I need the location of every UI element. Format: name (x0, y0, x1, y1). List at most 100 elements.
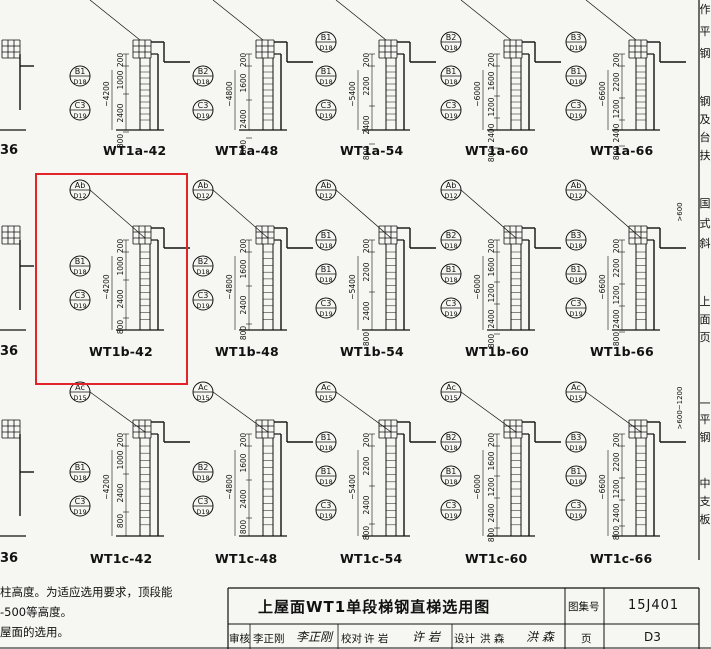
callout-ref: Ab (571, 181, 582, 190)
dimension-value: 800 (612, 332, 621, 347)
dimension-value: 200 (239, 53, 248, 68)
dimension-value: 1600 (239, 259, 248, 278)
total-height: ~6000 (473, 81, 482, 107)
callout-page: D18 (444, 44, 457, 52)
callout-page: D18 (569, 478, 582, 486)
leader-line (89, 391, 146, 433)
total-height: ~4200 (102, 81, 111, 107)
callout-ref: B1 (75, 463, 86, 472)
callout-ref: Ab (321, 181, 332, 190)
label-wt1a-66: WT1a-66 (590, 143, 654, 158)
callout-ref: Ab (446, 181, 457, 190)
side-note: 及 (699, 113, 711, 126)
dimension-value: 200 (487, 239, 496, 254)
dimension-value: 1200 (612, 285, 621, 304)
side-note: 台 (699, 131, 711, 144)
dimension-value: 2200 (362, 76, 371, 95)
side-note: 钢 (699, 431, 711, 444)
callout-ref: B1 (446, 467, 457, 476)
callout-page: D18 (444, 444, 457, 452)
check-label: 校对 (341, 633, 362, 645)
reviewer-name: 李正刚 (253, 633, 285, 645)
callout-ref: B1 (321, 231, 332, 240)
dimension-value: 2400 (116, 483, 125, 502)
side-note: 板 (699, 513, 711, 526)
leader-line (89, 189, 146, 239)
dimension-value: 1200 (612, 99, 621, 118)
side-note: 扶 (699, 149, 711, 162)
dimension-value: 2400 (239, 295, 248, 314)
dimension-value: 200 (612, 239, 621, 254)
callout-ref: Ac (198, 383, 208, 392)
designer-signature: 洪 森 (526, 630, 554, 644)
callout-ref: B1 (321, 67, 332, 76)
callout-page: D19 (319, 112, 332, 120)
callout-ref: B1 (571, 265, 582, 274)
dimension-value: 2400 (487, 503, 496, 522)
label-wt1c-42: WT1c-42 (90, 551, 153, 566)
callout-ref: B1 (321, 467, 332, 476)
cut-label-bot: 36 (0, 551, 19, 566)
callout-page: D18 (196, 268, 209, 276)
dimension-value: 200 (487, 433, 496, 448)
top-extension: >600~1200 (676, 387, 684, 430)
callout-page: D19 (319, 310, 332, 318)
dimension-value: 2400 (612, 123, 621, 142)
total-height: ~4200 (102, 274, 111, 300)
callout-ref: C3 (321, 101, 332, 110)
side-note: 式 (699, 217, 711, 230)
note-line-1: 柱高度。为适应选用要求，顶段能 (0, 585, 173, 599)
cut-label-top: 36 (0, 143, 19, 158)
total-height: ~5400 (348, 474, 357, 500)
side-note: 平 (699, 413, 711, 426)
leader-line (460, 391, 517, 433)
callout-ref: B2 (446, 33, 457, 42)
dimension-value: 1000 (116, 70, 125, 89)
label-wt1c-54: WT1c-54 (340, 551, 403, 566)
dimension-value: 200 (239, 239, 248, 254)
callout-page: D19 (569, 112, 582, 120)
dimension-value: 2400 (487, 123, 496, 142)
callout-ref: Ab (198, 181, 209, 190)
callout-ref: C3 (198, 291, 209, 300)
callout-page: D19 (569, 310, 582, 318)
label-wt1a-42: WT1a-42 (103, 143, 167, 158)
callout-ref: C3 (198, 497, 209, 506)
dimension-value: 200 (116, 53, 125, 68)
callout-page: D18 (73, 78, 86, 86)
atlas-number-label: 图集号 (568, 601, 600, 613)
leader-line (212, 189, 269, 239)
leader-line (585, 391, 642, 433)
callout-ref: B1 (446, 265, 457, 274)
page-number: D3 (644, 630, 661, 644)
callout-page: D19 (196, 302, 209, 310)
callout-page: D19 (444, 512, 457, 520)
callout-ref: B1 (75, 67, 86, 76)
callout-page: D18 (569, 242, 582, 250)
callout-page: D12 (319, 192, 332, 200)
callout-ref: C3 (321, 501, 332, 510)
dimension-value: 2400 (116, 103, 125, 122)
selection-highlight (35, 173, 188, 385)
dimension-value: 2200 (612, 452, 621, 471)
leader-line (460, 189, 517, 239)
total-height: ~6000 (473, 274, 482, 300)
dimension-value: 200 (239, 433, 248, 448)
leader-line (335, 391, 392, 433)
total-height: ~4800 (225, 474, 234, 500)
callout-page: D18 (73, 474, 86, 482)
callout-ref: Ac (571, 383, 581, 392)
callout-ref: B2 (198, 463, 209, 472)
dimension-value: 2400 (362, 301, 371, 320)
designer-name: 洪 森 (480, 633, 505, 645)
dimension-value: 2200 (362, 456, 371, 475)
callout-ref: B1 (75, 257, 86, 266)
leader-line (335, 0, 387, 41)
note-line-3: 屋面的选用。 (0, 625, 69, 639)
leader-line (585, 0, 637, 41)
total-height: ~5400 (348, 81, 357, 107)
side-note: 作 (699, 3, 711, 16)
side-note: 面 (699, 313, 711, 326)
callout-ref: C3 (75, 291, 86, 300)
callout-ref: C3 (321, 299, 332, 308)
